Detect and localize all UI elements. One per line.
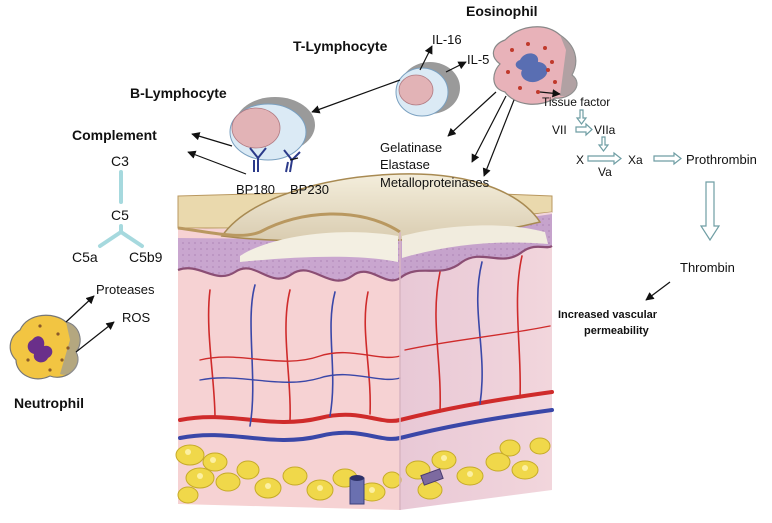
thrombin-label: Thrombin [680, 260, 735, 275]
skin-block [175, 173, 554, 510]
arrow-t-to-il5 [445, 61, 467, 73]
arrow-vii-to-viia [575, 122, 593, 137]
tissue-factor-label: Tissue factor [542, 95, 610, 109]
viia-label: VIIa [594, 123, 616, 137]
arrow-tf-down [575, 109, 588, 125]
arrows [65, 45, 671, 353]
skin-front-face [178, 228, 400, 510]
bp230-label: BP230 [290, 182, 329, 197]
vessel-stub-right [420, 468, 444, 486]
arrow-viia-down [597, 136, 610, 152]
basement-membrane [177, 244, 553, 282]
ros-label: ROS [122, 310, 151, 325]
fat-cell-dots [185, 449, 528, 493]
complement-links [98, 170, 144, 248]
xa-label: Xa [628, 153, 643, 167]
eosinophil-cell [492, 26, 578, 105]
antibody-bp180 [249, 147, 267, 172]
x-label: X [576, 153, 584, 167]
labels: Eosinophil T-Lymphocyte B-Lymphocyte Neu… [14, 3, 757, 411]
arrow-bp230-to-t [289, 157, 299, 161]
fat-layer [175, 437, 551, 504]
il16-label: IL-16 [432, 32, 462, 47]
c5a-label: C5a [72, 249, 98, 265]
arrow-t-to-il16 [419, 45, 433, 71]
neutrophil-label: Neutrophil [14, 395, 84, 411]
c3-label: C3 [111, 153, 129, 169]
bp180-label: BP180 [236, 182, 275, 197]
b-lymphocyte-cell [229, 97, 315, 161]
blister-cavity [240, 232, 398, 262]
t-lymphocyte-cell [395, 62, 460, 117]
coagulation-arrows [575, 109, 721, 242]
arrow-neutrophil-to-ros [75, 321, 115, 353]
c5-label: C5 [111, 207, 129, 223]
gelatinase-label: Gelatinase [380, 140, 442, 155]
arrow-eos-to-elastase [471, 95, 507, 163]
arrow-eos-to-gelatinase [447, 91, 497, 137]
blood-vessels [178, 255, 554, 442]
arrow-b-to-complement [191, 132, 233, 147]
eosinophil-label: Eosinophil [466, 3, 538, 19]
permeability-label-line2: permeability [584, 325, 650, 337]
arrow-neutrophil-to-proteases [65, 295, 95, 323]
arrow-thrombin-to-permeability [645, 281, 671, 301]
arrow-eos-to-tissue-factor [539, 89, 561, 98]
va-label: Va [598, 165, 612, 179]
b-lymphocyte-label: B-Lymphocyte [130, 85, 227, 101]
t-lymphocyte-label: T-Lymphocyte [293, 38, 388, 54]
il5-label: IL-5 [467, 52, 489, 67]
arrow-bp180-to-b [187, 150, 247, 175]
arrow-prothrombin-to-thrombin [699, 181, 721, 242]
vii-label: VII [552, 123, 567, 137]
blister-cavity-side [402, 225, 548, 258]
arrow-t-to-b [311, 79, 401, 114]
arrow-xa-to-prothrombin [653, 151, 682, 166]
neutrophil-cell [9, 314, 81, 380]
arrow-eos-to-metalloproteinases [482, 99, 515, 177]
vessel-stub-left [349, 475, 365, 505]
metalloproteinases-label: Metalloproteinases [380, 175, 490, 190]
blister-front-edge [177, 212, 401, 237]
prothrombin-label: Prothrombin [686, 152, 757, 167]
elastase-label: Elastase [380, 157, 430, 172]
complement-title: Complement [72, 127, 157, 143]
arrow-x-to-xa [587, 151, 622, 166]
c5b9-label: C5b9 [129, 249, 163, 265]
proteases-label: Proteases [96, 282, 155, 297]
permeability-label-line1: Increased vascular [558, 309, 658, 321]
